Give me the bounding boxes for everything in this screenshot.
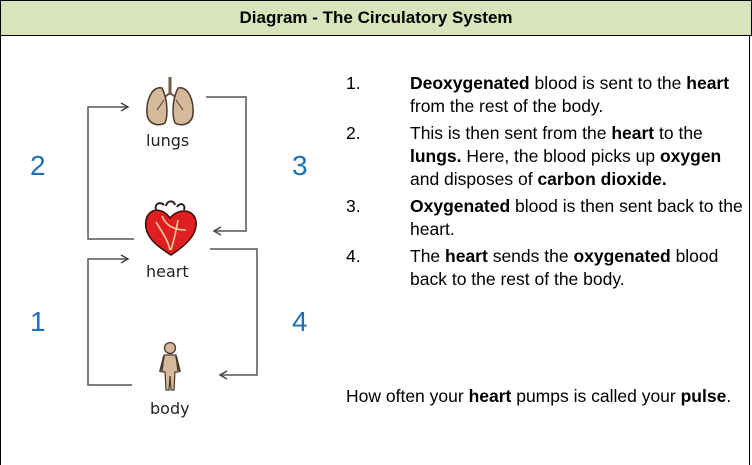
lungs-label: lungs [146, 131, 189, 150]
step-text: Oxygenated blood is then sent back to th… [410, 196, 743, 239]
step-item: 4. The heart sends the oxygenated blood … [346, 245, 750, 291]
lungs-icon [147, 77, 193, 125]
step-text: Deoxygenated blood is sent to the heart … [410, 73, 729, 116]
loop-number-3: 3 [292, 150, 308, 182]
body-label: body [150, 399, 190, 418]
step-item: 1. Deoxygenated blood is sent to the hea… [346, 72, 750, 118]
loop-number-2: 2 [30, 150, 46, 182]
step-number: 2. [346, 122, 361, 145]
loop-number-1: 1 [30, 306, 46, 338]
arrow-body-to-heart [88, 259, 132, 385]
heart-icon [146, 201, 197, 255]
loop-number-4: 4 [292, 306, 308, 338]
step-number: 3. [346, 195, 361, 218]
steps-list: 1. Deoxygenated blood is sent to the hea… [346, 72, 750, 295]
pulse-note: How often your heart pumps is called you… [346, 384, 750, 409]
step-number: 1. [346, 72, 361, 95]
arrow-heart-to-lungs [88, 107, 134, 239]
arrow-heart-to-body [210, 249, 257, 375]
arrow-lungs-to-heart [206, 97, 246, 231]
step-text: The heart sends the oxygenated blood bac… [410, 246, 718, 289]
body-icon [160, 343, 180, 391]
heart-label: heart [146, 262, 189, 281]
step-number: 4. [346, 245, 361, 268]
step-item: 3. Oxygenated blood is then sent back to… [346, 195, 750, 241]
step-item: 2. This is then sent from the heart to t… [346, 122, 750, 191]
step-text: This is then sent from the heart to the … [410, 123, 721, 189]
